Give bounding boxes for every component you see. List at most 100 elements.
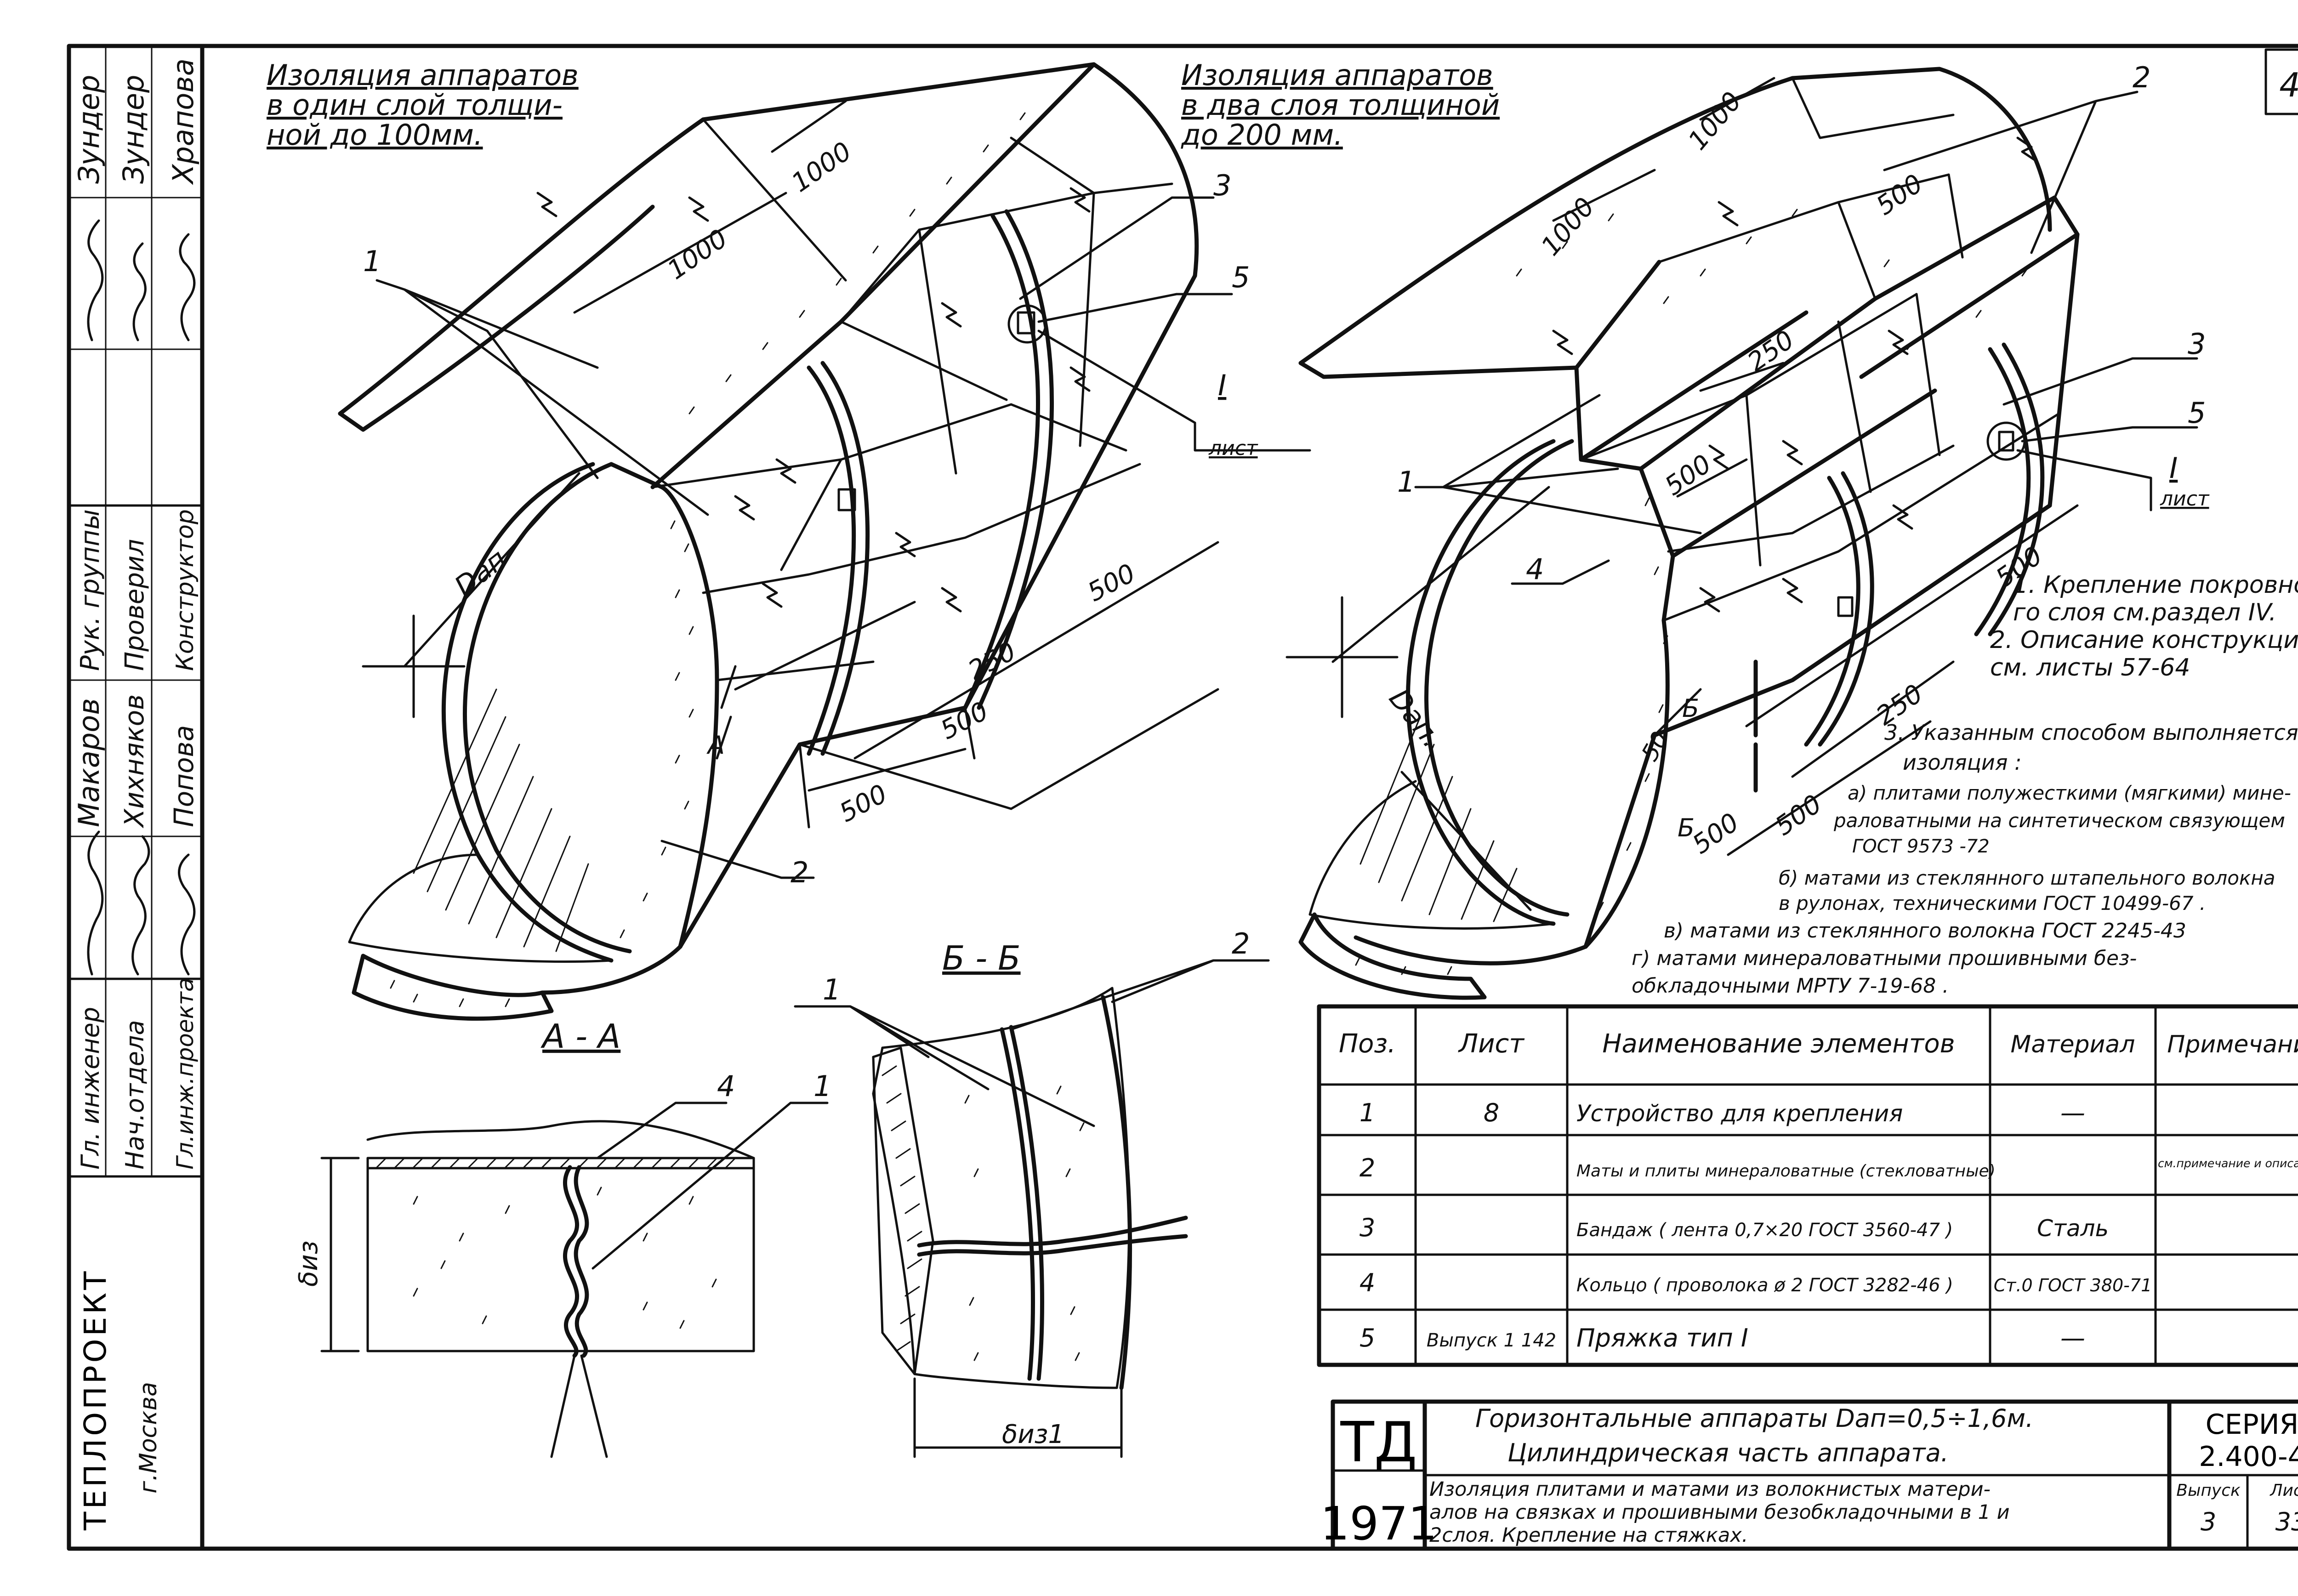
left-dim-500-b: 500: [936, 696, 993, 746]
signature-1: [87, 830, 104, 976]
table-row1-pos: 1: [1359, 1098, 1375, 1127]
sheet-value: 33: [2275, 1507, 2298, 1536]
title-desc-3: 2слоя. Крепление на стяжках.: [1429, 1524, 1748, 1547]
table-row4-name: Кольцо ( проволока ø 2 ГОСТ 3282-46 ): [1576, 1275, 1953, 1296]
sheet-number: 44: [2279, 66, 2298, 104]
name-zunder-2: Зундер: [117, 75, 150, 184]
left-tie-wires: [536, 187, 1091, 613]
right-buckle-circle: [1986, 421, 2026, 461]
left-band-1: [807, 365, 856, 756]
role-chief-engineer: Гл. инженер: [76, 1007, 105, 1170]
left-long-edge-bottom: [678, 273, 1197, 949]
left-vessel-wall-outer: [463, 462, 632, 954]
org-name: ТЕПЛОПРОЕКТ: [78, 1269, 113, 1531]
table-header-pos: Поз.: [1339, 1029, 1396, 1059]
section-bb-tie: [917, 1215, 1188, 1248]
section-aa-title: А - А: [540, 1017, 620, 1056]
left-dim-1000-b: 1000: [786, 136, 857, 198]
left-diameter-line: [403, 472, 580, 668]
table-row4-pos: 4: [1359, 1268, 1375, 1297]
right-vessel-hatch-area: [1308, 780, 1555, 930]
left-caption-1: Изоляция аппаратов: [267, 58, 579, 92]
sheet-label: Лист: [2269, 1481, 2298, 1500]
left-center-mark: [362, 614, 466, 718]
right-insulation-front-face: [1354, 554, 1675, 966]
table-row5-material: —: [2060, 1323, 2085, 1352]
table-header-note: Примечание: [2167, 1031, 2298, 1058]
note-line-7: а) плитами полужесткими (мягкими) мине-: [1848, 782, 2291, 804]
right-callout-5: 5: [2188, 396, 2206, 430]
signature-6: [179, 233, 196, 341]
note-line-2: го слоя см.раздел IV.: [2013, 599, 2276, 626]
note-line-9: ГОСТ 9573 -72: [1852, 836, 1990, 857]
right-dim-500-front: 500: [1687, 807, 1745, 860]
left-buckle-1: [837, 488, 856, 511]
note-line-6: изоляция :: [1903, 750, 2022, 775]
left-callout-5: 5: [1232, 261, 1250, 294]
table-row5-pos: 5: [1359, 1323, 1375, 1352]
left-buckle-circle: [1007, 304, 1047, 344]
right-ref-i: I: [2169, 451, 2178, 485]
right-center-mark: [1286, 596, 1399, 718]
left-dim-diameter: Dап: [449, 543, 512, 602]
org-city: г.Москва: [135, 1382, 162, 1494]
note-line-3: 2. Описание конструкции: [1990, 626, 2298, 654]
table-frame: [1317, 1004, 2298, 1367]
table-row2-pos: 2: [1359, 1153, 1375, 1182]
title-year: 1971: [1320, 1497, 1438, 1551]
right-buckle-1: [1837, 596, 1854, 617]
table-row1-sheet: 8: [1484, 1098, 1499, 1127]
left-ref-i: I: [1218, 369, 1226, 402]
left-isometric-view: Изоляция аппаратов в один слой толщи- но…: [267, 58, 1311, 1021]
section-bb-band-1: [1000, 1027, 1035, 1381]
left-stipple: [390, 112, 1026, 1007]
role-designer: Конструктор: [171, 509, 199, 671]
title-block: ТД 1971 Горизонтальные аппараты Dап=0,5÷…: [1320, 1399, 2298, 1551]
section-aa-dim: δиз: [294, 1241, 324, 1287]
left-outer-top-edge: [338, 62, 1199, 416]
table-row1-name: Устройство для крепления: [1576, 1100, 1903, 1127]
table-row5-name: Пряжка тип I: [1576, 1323, 1748, 1352]
section-aa-vessel-wall: [366, 1157, 755, 1170]
signature-4: [87, 219, 104, 341]
right-buckle-2: [1998, 431, 2014, 452]
name-makarov: Макаров: [72, 698, 106, 827]
table-header-name: Наименование элементов: [1602, 1029, 1955, 1059]
note-line-11: в рулонах, техническими ГОСТ 10499-67 .: [1779, 892, 2206, 914]
table-row1-material: —: [2060, 1098, 2085, 1127]
sheet-number-box: [2264, 48, 2298, 115]
note-line-13: г) матами минераловатными прошивными без…: [1632, 947, 2137, 970]
section-aa-insulation: [366, 1167, 755, 1352]
left-callout-3: 3: [1213, 169, 1231, 202]
left-caption-3: ной до 100мм.: [267, 118, 483, 152]
section-bb-dim-line: [913, 1377, 1123, 1458]
note-line-8: раловатными на синтетическом связующем: [1833, 809, 2285, 832]
table-row3-pos: 3: [1359, 1213, 1375, 1242]
right-insulation-bottom: [1298, 912, 1487, 1000]
right-long-edge-bottom: [1583, 232, 2080, 949]
right-section-mark-bottom: Б: [1678, 813, 1695, 842]
left-shell-edge: [338, 204, 655, 432]
table-header-sheet: Лист: [1458, 1029, 1524, 1059]
note-line-5: 3. Указанным способом выполняется: [1884, 720, 2298, 745]
left-dim-500-a: 500: [1083, 558, 1140, 608]
right-stipple: [1355, 209, 2028, 975]
section-aa: А - А δиз 4 1: [294, 1017, 831, 1458]
right-band-2: [1974, 347, 2031, 636]
section-aa-dim-line: [320, 1157, 360, 1352]
role-group-lead: Рук. группы: [75, 509, 105, 671]
title-desc-2: алов на связках и прошивными безобкладоч…: [1429, 1501, 2010, 1524]
section-bb-vessel-wall: [872, 1046, 934, 1375]
right-dim-500-top: 500: [1871, 169, 1928, 222]
section-bb-callout-1: 1: [823, 973, 841, 1006]
notes-block: 1. Крепление покровно- го слоя см.раздел…: [1632, 571, 2298, 998]
section-bb-title: Б - Б: [942, 939, 1021, 977]
name-khrapova: Храпова: [166, 58, 200, 185]
note-line-12: в) матами из стеклянного волокна ГОСТ 22…: [1664, 919, 2186, 943]
right-diameter-line: [1331, 486, 1550, 911]
left-dim-1000-a: 1000: [662, 223, 733, 285]
section-aa-wire-ends: [550, 1354, 608, 1458]
left-caption-2: в один слой толщи-: [267, 88, 563, 122]
series-label: СЕРИЯ: [2206, 1409, 2298, 1441]
left-insulation-front-face: [540, 462, 719, 995]
